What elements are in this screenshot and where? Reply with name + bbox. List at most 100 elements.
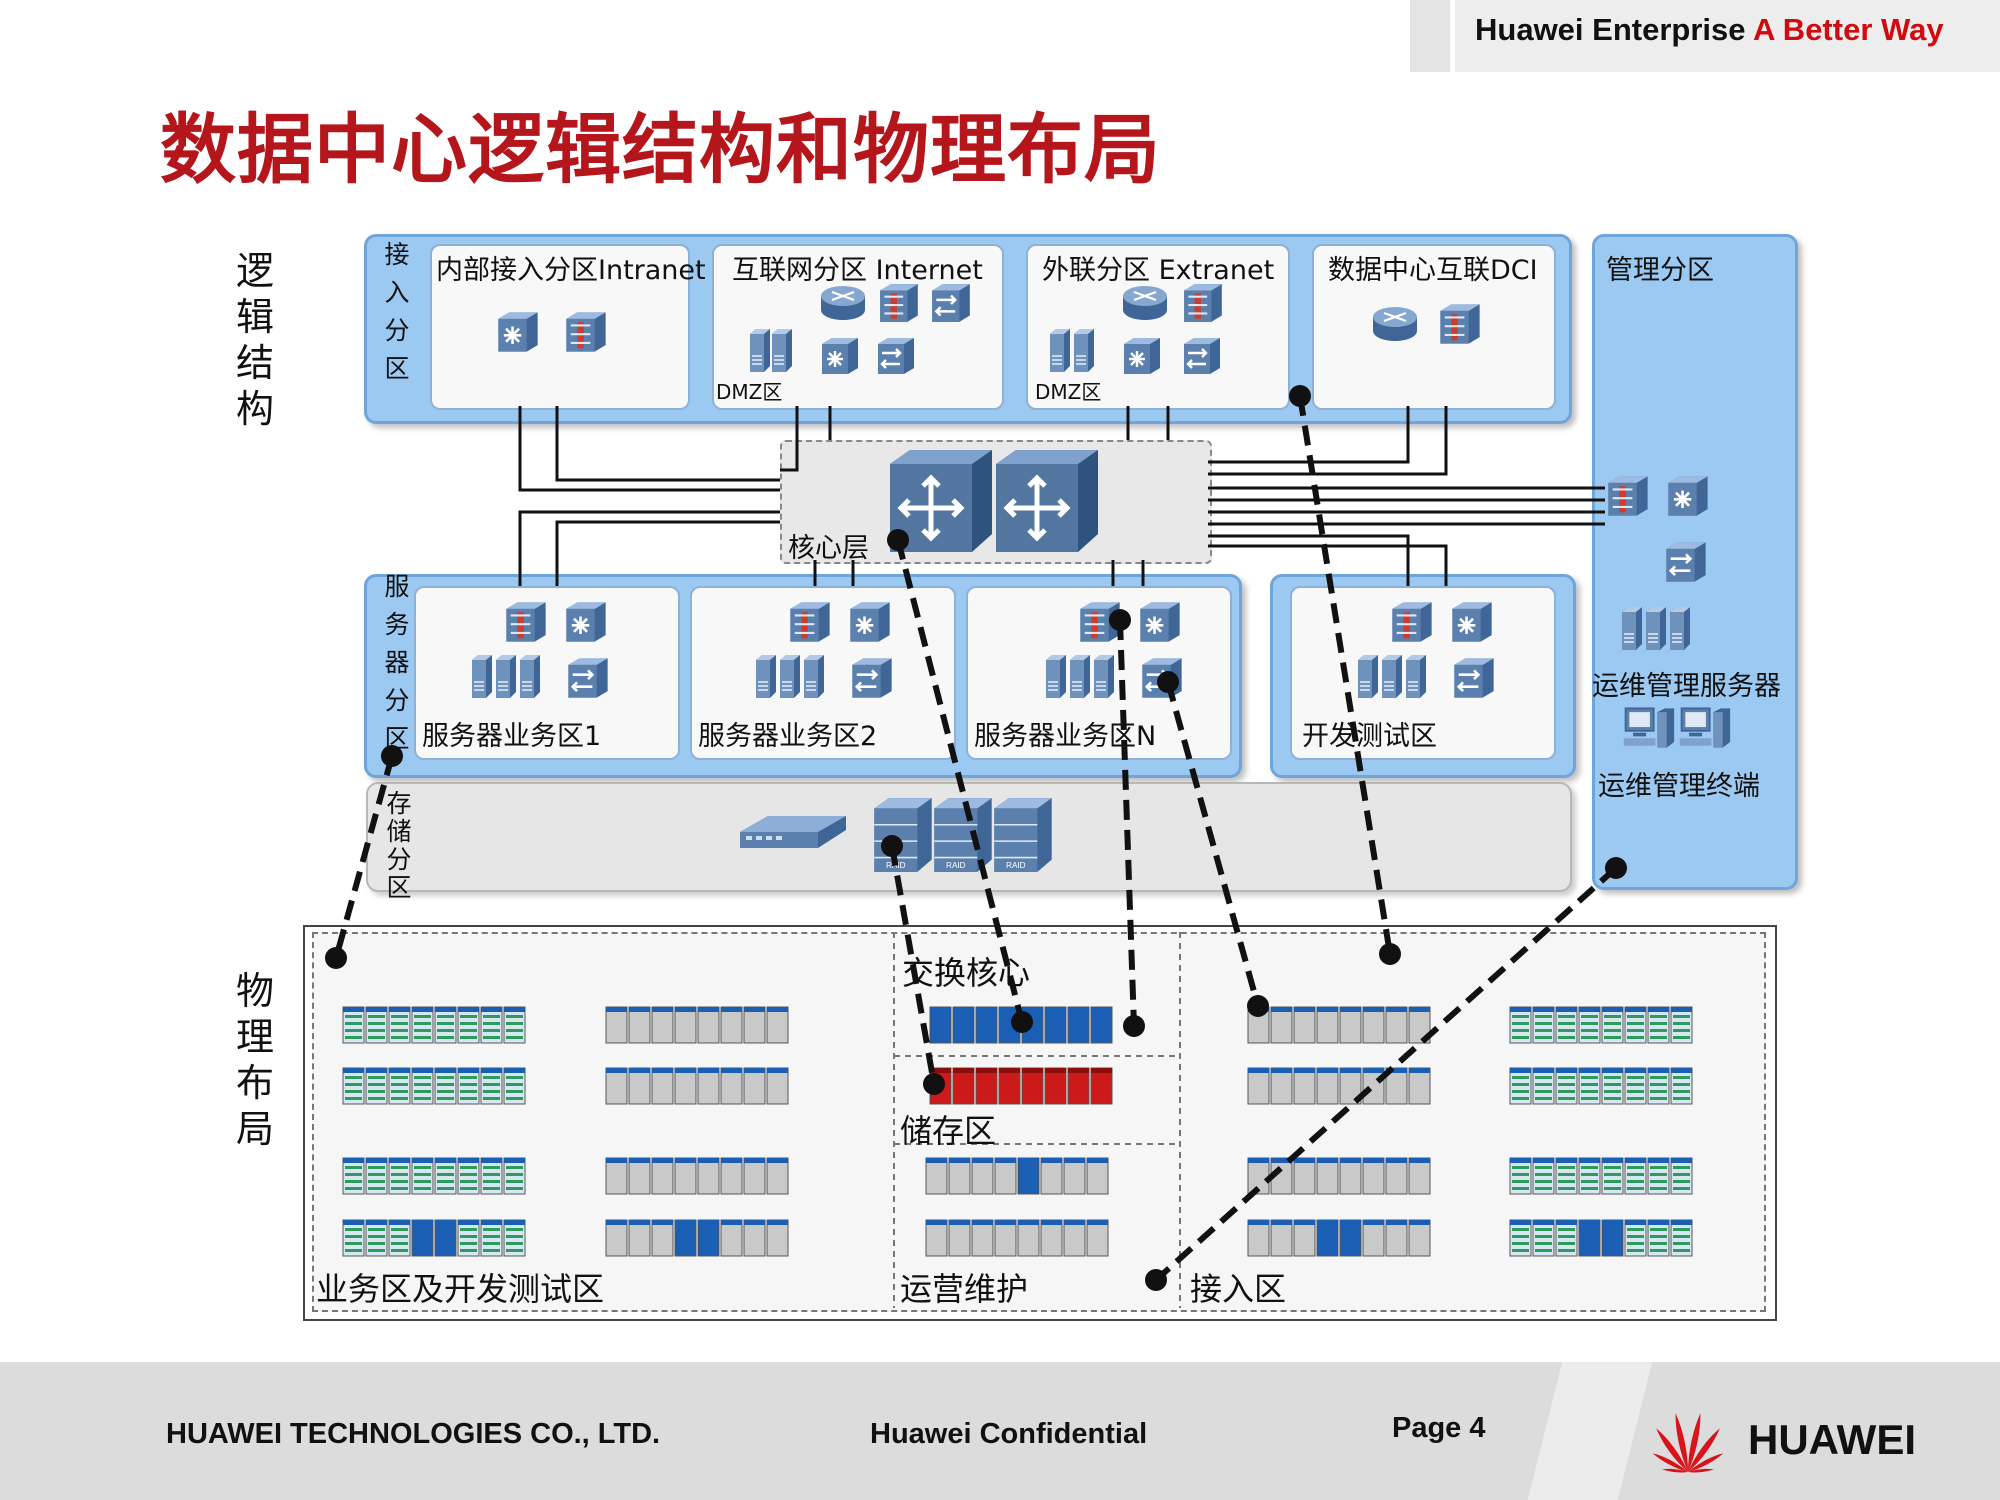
rack-slot (460, 1029, 477, 1032)
ops-terminals-label: 运维管理终端 (1598, 771, 1760, 802)
rack-cap (366, 1220, 387, 1225)
dev-test-devices (1357, 601, 1495, 699)
rack-cap (606, 1220, 627, 1225)
firewall-icon (565, 311, 607, 353)
rack-unit (628, 1219, 651, 1257)
rack-slot (368, 1036, 385, 1039)
rack-cap (606, 1068, 627, 1073)
rack-cap (1363, 1158, 1384, 1163)
rack-cap (1064, 1220, 1085, 1225)
rack-slot (414, 1036, 431, 1039)
internet-dmz-label: DMZ区 (716, 380, 783, 404)
rack-slot (1512, 1180, 1529, 1183)
rack-slot (460, 1090, 477, 1093)
rack-slot (506, 1090, 523, 1093)
rack-cap (698, 1220, 719, 1225)
rack-cap (744, 1158, 765, 1163)
rack-slot (1558, 1235, 1575, 1238)
rack-cap (1340, 1068, 1361, 1073)
rack-unit (674, 1219, 697, 1257)
firewall-icon (1391, 601, 1433, 643)
rack-slot (1512, 1083, 1529, 1086)
rack-unit (971, 1157, 994, 1195)
rack-slot (1535, 1029, 1552, 1032)
rack-slot (414, 1187, 431, 1190)
rack-unit (1067, 1006, 1090, 1044)
rack-cap (1671, 1007, 1692, 1012)
rack-slot (460, 1173, 477, 1176)
rack-slot (437, 1090, 454, 1093)
rack-cap (1087, 1158, 1108, 1163)
nas-icon (740, 816, 846, 848)
rack-slot (414, 1166, 431, 1169)
rack-unit (743, 1219, 766, 1257)
rack-slot (1512, 1036, 1529, 1039)
rack-cap (949, 1220, 970, 1225)
rack-slot (1512, 1173, 1529, 1176)
rack-slot (1581, 1090, 1598, 1093)
server-icon (519, 654, 541, 699)
rack-cap (1018, 1220, 1039, 1225)
rack-slot (1535, 1235, 1552, 1238)
rack-unit (651, 1006, 674, 1044)
rack-cap (930, 1068, 951, 1073)
rack-slot (1558, 1180, 1575, 1183)
rack-slot (1650, 1249, 1667, 1252)
rack-slot (368, 1173, 385, 1176)
rack-cap (1064, 1158, 1085, 1163)
rack-unit (1408, 1219, 1431, 1257)
rack-unit (1601, 1219, 1624, 1257)
rack-slot (368, 1187, 385, 1190)
rack-slot (414, 1015, 431, 1018)
rack-slot (460, 1187, 477, 1190)
server-area-1 (414, 586, 680, 760)
rack-unit (697, 1006, 720, 1044)
rack-slot (1604, 1173, 1621, 1176)
rack-slot (1558, 1173, 1575, 1176)
rack-cap (652, 1007, 673, 1012)
rack-slot (1673, 1235, 1690, 1238)
rack-cap (366, 1158, 387, 1163)
rack-slot (345, 1029, 362, 1032)
server-icon (803, 654, 825, 699)
rack-slot (460, 1097, 477, 1100)
rack-slot (460, 1249, 477, 1252)
rack-cap (1556, 1068, 1577, 1073)
rack-slot (1604, 1097, 1621, 1100)
rack-unit (605, 1067, 628, 1105)
rack-cap (1271, 1158, 1292, 1163)
rack-slot (345, 1228, 362, 1231)
rack-slot (1673, 1242, 1690, 1245)
rack-slot (1535, 1097, 1552, 1100)
rack-slot (460, 1242, 477, 1245)
rack-slot (1604, 1036, 1621, 1039)
rack-unit (952, 1006, 975, 1044)
rack-slot (1650, 1083, 1667, 1086)
rack-slot (414, 1090, 431, 1093)
rack-cap (999, 1068, 1020, 1073)
rack-unit (766, 1067, 789, 1105)
rack-cap (976, 1007, 997, 1012)
rack-slot (1627, 1090, 1644, 1093)
rack-slot (1627, 1249, 1644, 1252)
rack-slot (506, 1235, 523, 1238)
rack-unit (1090, 1067, 1113, 1105)
rack-cap (389, 1068, 410, 1073)
rack-slot (1627, 1076, 1644, 1079)
rack-cap (458, 1158, 479, 1163)
rack-cap (1409, 1158, 1430, 1163)
rack-cap (1294, 1158, 1315, 1163)
rack-slot (368, 1029, 385, 1032)
rack-cap (1510, 1220, 1531, 1225)
rack-slot (368, 1083, 385, 1086)
rack-cap (1091, 1068, 1112, 1073)
rack-unit (1385, 1157, 1408, 1195)
firewall-icon (1607, 475, 1649, 517)
rack-slot (391, 1083, 408, 1086)
rack-slot (1581, 1187, 1598, 1190)
extranet-subzone (1026, 244, 1290, 410)
rack-unit (605, 1219, 628, 1257)
rack-unit (720, 1219, 743, 1257)
switch-icon (1139, 601, 1181, 643)
rack-cap (1271, 1007, 1292, 1012)
